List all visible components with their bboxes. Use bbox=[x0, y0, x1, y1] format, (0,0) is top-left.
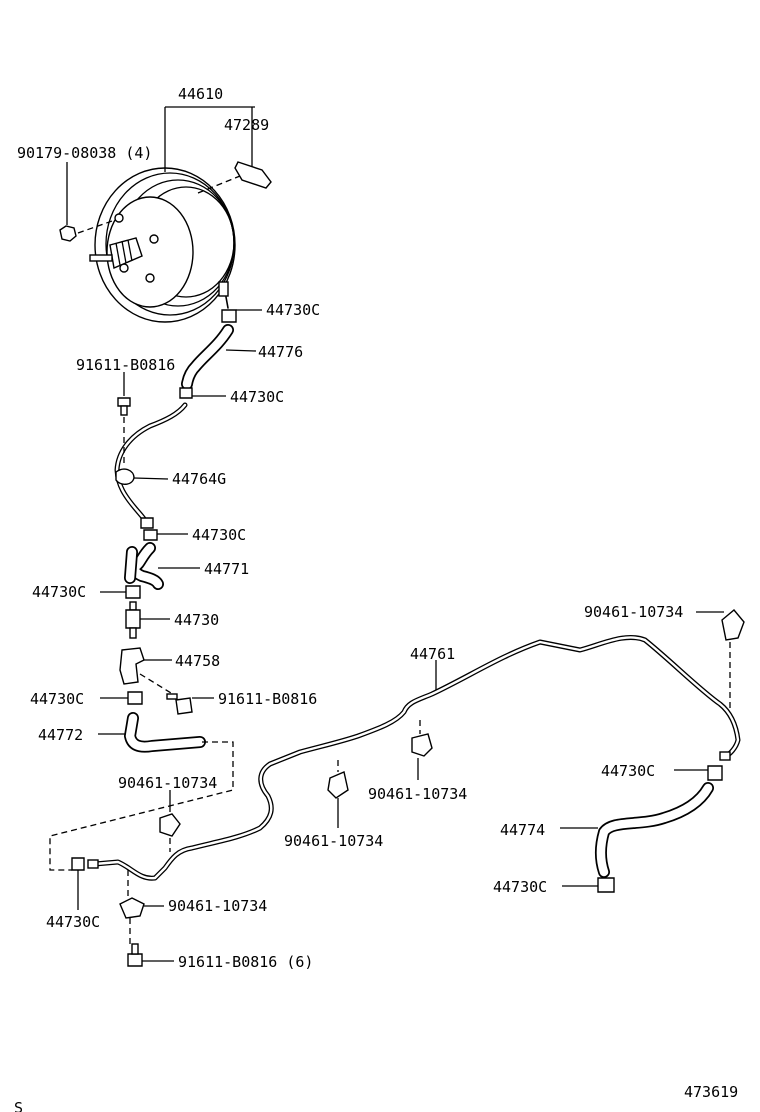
hose-44774 bbox=[595, 782, 714, 878]
label-44772: 44772 bbox=[38, 726, 84, 744]
figure-number: 473619 bbox=[684, 1083, 739, 1101]
label-90179-08038: 90179-08038 (4) bbox=[17, 144, 153, 162]
label-90461-10734-pipe-1: 90461-10734 bbox=[284, 832, 384, 850]
label-44730c-right-2: 44730C bbox=[493, 878, 548, 896]
hose-44776 bbox=[181, 324, 234, 390]
label-44730c-bottom-left: 44730C bbox=[46, 913, 101, 931]
leader-lines bbox=[98, 309, 724, 962]
label-90461-10734-lower: 90461-10734 bbox=[168, 897, 268, 915]
valve-bracket bbox=[119, 647, 145, 685]
label-91611-b0816-mid: 91611-B0816 bbox=[218, 690, 318, 708]
hose-44772 bbox=[124, 712, 206, 753]
label-44774: 44774 bbox=[500, 821, 546, 839]
label-91611-b0816-upper: 91611-B0816 bbox=[76, 356, 176, 374]
hose-44771 bbox=[124, 542, 164, 590]
label-44771: 44771 bbox=[204, 560, 250, 578]
corner-mark: S bbox=[14, 1099, 24, 1112]
label-47289: 47289 bbox=[224, 116, 270, 134]
label-90461-10734-box: 90461-10734 bbox=[118, 774, 218, 792]
nut bbox=[59, 225, 77, 242]
label-44610: 44610 bbox=[178, 85, 224, 103]
pipe-44761 bbox=[92, 634, 741, 881]
label-44730c-left-2: 44730C bbox=[30, 690, 85, 708]
label-44730c-pipe-bottom: 44730C bbox=[192, 526, 247, 544]
label-44776: 44776 bbox=[258, 343, 304, 361]
label-44730c-pipe-top: 44730C bbox=[230, 388, 285, 406]
check-valve bbox=[125, 601, 141, 639]
brake-booster bbox=[89, 167, 236, 323]
label-44730c-left-1: 44730C bbox=[32, 583, 87, 601]
label-44764g: 44764G bbox=[172, 470, 227, 488]
pipe-44764g bbox=[114, 402, 188, 525]
label-90461-10734-right-top: 90461-10734 bbox=[584, 603, 684, 621]
gasket bbox=[234, 161, 272, 189]
label-44730: 44730 bbox=[174, 611, 220, 629]
label-44730c-booster: 44730C bbox=[266, 301, 321, 319]
label-44758: 44758 bbox=[175, 652, 221, 670]
label-44730c-right-1: 44730C bbox=[601, 762, 656, 780]
label-91611-b0816-6: 91611-B0816 (6) bbox=[178, 953, 314, 971]
label-44761: 44761 bbox=[410, 645, 456, 663]
label-90461-10734-pipe-2: 90461-10734 bbox=[368, 785, 468, 803]
